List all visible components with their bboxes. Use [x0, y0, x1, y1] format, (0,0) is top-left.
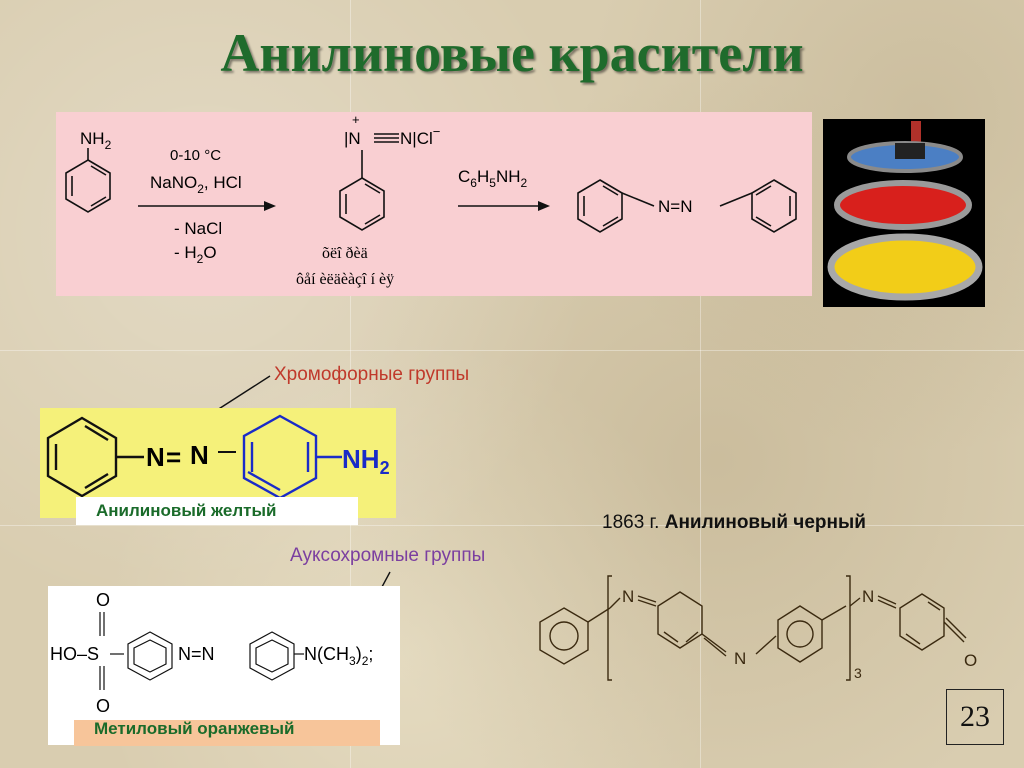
- aniline-yellow-nh2: NH2: [342, 444, 390, 478]
- methyl-orange-label-bg: [74, 720, 380, 746]
- aniline-black-left-bracket: [607, 575, 612, 681]
- aniline-yellow-structure: N = N NH2: [46, 414, 390, 500]
- aniline-black-name: Анилиновый черный: [664, 512, 866, 533]
- aniline-yellow-double-bond: =: [166, 442, 181, 472]
- aniline-yellow-benzene-ring: [46, 416, 144, 498]
- aniline-nh2-label: NH2: [80, 129, 112, 152]
- condition-temperature: 0-10 °C: [170, 147, 221, 164]
- paint-cans-photo: [823, 119, 985, 307]
- aniline-black-n3: N: [862, 587, 874, 606]
- azobenzene-azo-group: N=N: [658, 197, 692, 216]
- reaction-scheme-svg: NH2 0-10 °C NaNO2, HCl - NaCl - H2O + |N…: [65, 112, 797, 288]
- methyl-orange-label: Метиловый оранжевый: [94, 719, 295, 738]
- aniline-yellow-n2: N: [190, 440, 209, 470]
- aniline-black-n2: N: [734, 649, 746, 668]
- aniline-black-title: 1863 г. Анилиновый черный: [602, 512, 866, 534]
- aniline-black-year: 1863 г.: [602, 512, 660, 533]
- methyl-orange-o-top: O: [96, 590, 110, 610]
- diazonium-n-right: N|Cl−: [400, 124, 440, 148]
- diazonium-benzene-ring: [339, 150, 385, 231]
- aniline-black-repeat-count: 3: [854, 665, 862, 681]
- aniline-benzene-ring: [65, 148, 111, 213]
- aniline-black-phenylene-ring: [777, 605, 823, 663]
- aniline-yellow-n1: N: [146, 442, 165, 472]
- methyl-orange-ring-1: [127, 631, 173, 681]
- byproduct-water: - H2O: [174, 243, 217, 266]
- aniline-black-quinoid-ring: [657, 591, 703, 649]
- methyl-orange-ho-s: HO–S: [50, 644, 99, 664]
- aniline-black-n1: N: [622, 587, 634, 606]
- chromophore-groups-label: Хромофорные группы: [274, 364, 470, 385]
- reaction-scheme-panel: NH2 0-10 °C NaNO2, HCl - NaCl - H2O + |N…: [56, 112, 812, 296]
- page-number: 23: [946, 689, 1004, 745]
- aniline-yellow-label-bg: [76, 497, 358, 525]
- aniline-black-right-bracket: [846, 575, 851, 681]
- garbled-caption-line-2: ôåí èëäèàçî í èÿ: [296, 271, 394, 288]
- aniline-black-oxygen: O: [964, 651, 977, 670]
- auxochrome-groups-label: Ауксохромные группы: [290, 545, 486, 566]
- paint-cans-illustration: [827, 121, 983, 301]
- methyl-orange-panel: O HO–S O N=N N(CH3)2;: [48, 586, 400, 745]
- condition-reagent: NaNO2, HCl: [150, 173, 242, 196]
- methyl-orange-dimethylamino: N(CH3)2;: [304, 644, 373, 668]
- aniline-black-terminal-ring: [899, 593, 945, 651]
- reaction-arrowhead-2: [538, 201, 550, 211]
- methyl-orange-azo: N=N: [178, 644, 215, 664]
- reagent-aniline-formula: C6H5NH2: [458, 167, 528, 190]
- garbled-caption-line-1: õëî ðèä: [322, 245, 368, 262]
- methyl-orange-structure: O HO–S O N=N N(CH3)2;: [50, 590, 373, 716]
- slide-title: Анилиновые красители: [220, 23, 804, 83]
- methyl-orange-ring-2: [249, 631, 295, 681]
- byproduct-nacl: - NaCl: [174, 219, 222, 238]
- methyl-orange-o-bottom: O: [96, 696, 110, 716]
- aniline-yellow-phenylene-ring: [242, 414, 318, 500]
- aniline-black-phenyl-ring: [539, 607, 589, 665]
- diazonium-n-left: |N: [344, 129, 361, 148]
- azobenzene-right-ring: [719, 179, 797, 233]
- diazonium-triple-bond: [374, 133, 399, 143]
- reaction-arrowhead-1: [264, 201, 276, 211]
- aniline-yellow-label: Анилиновый желтый: [96, 501, 277, 520]
- azobenzene-left-ring: [577, 179, 655, 233]
- diazonium-plus-charge: +: [352, 112, 360, 127]
- aniline-black-structure: N N N O 3: [539, 575, 977, 681]
